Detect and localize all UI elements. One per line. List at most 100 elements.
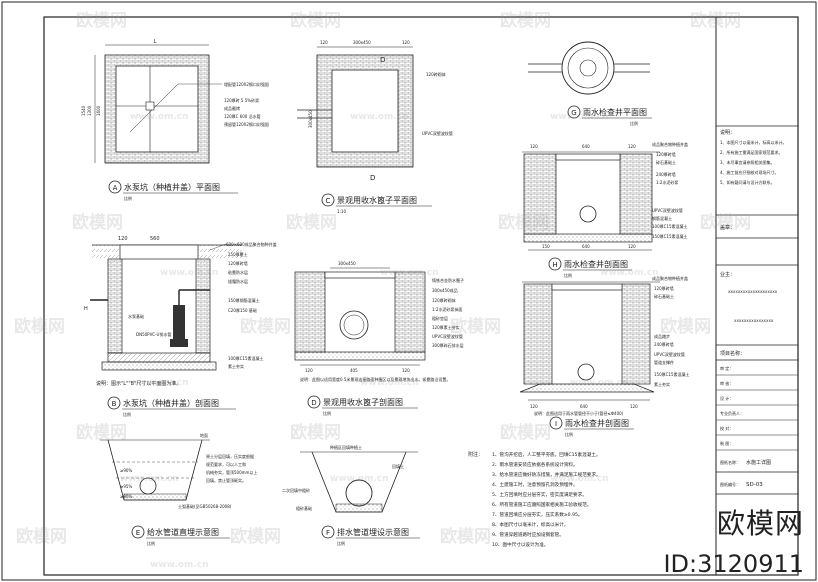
i-note-2: 碎石基础土 (654, 293, 674, 299)
b-dim-120: 120 (118, 236, 128, 242)
general-note-4: 5、土方回填时应分层夯实，密实度满足要求。 (492, 491, 587, 498)
a-note-1: 120厚砖 5.5%砂浆 (224, 97, 259, 103)
tb-seal-label: 盖章： (720, 224, 735, 231)
tb-drawing-name-label: 图纸名称： (720, 459, 740, 465)
tb-row-2: 设 计： (720, 395, 733, 401)
b-dim-560: 560 (150, 236, 160, 242)
c-dim-120b: 120 (402, 40, 410, 45)
general-notes: 附注： 1、管沟开挖后，人工整平夯底，回填C15素混凝土。 2、雨水管道安装应依… (468, 451, 601, 548)
e-note-3: 回填。禁止管顶砸实。 (206, 477, 246, 483)
f-note-2: 粗砂基础 (296, 505, 312, 511)
tb-note-2: 3、未尽事宜请参照相关图集。 (720, 159, 775, 165)
brand-id: ID:3120911 (663, 550, 804, 578)
c-sec-d-top: D (380, 56, 385, 64)
drawing-f: 种植区回填种植土 回填土 二次回填中粗砂 粗砂基础 F 排水管道埋设示意图 比例 (282, 444, 420, 546)
title-block: 说明： 1、本图尺寸以毫米计，标高以米计。 2、所有施工需满足国家规范要求。 3… (716, 125, 798, 495)
e-letter: E (136, 529, 140, 537)
drawing-e: 地面 原土分层回填，压实度根据 规范要求，可以人工和 机械夯实，管顶500mm以… (100, 432, 257, 546)
e-top-label: 地面 (200, 432, 208, 438)
e-note-2: 机械夯实，管顶500mm以上 (206, 469, 257, 475)
b-note-4: 拔霜防水层 (228, 278, 248, 284)
b-dim-h: H (84, 306, 88, 312)
tb-row-3: 专业负责人： (720, 410, 744, 416)
i-note-8: 素土夯实 (654, 381, 670, 387)
b-scale: 比例 (123, 411, 131, 417)
d-title: 景观用收水篦子剖面图 (323, 397, 403, 407)
d-note-text: 说明：此图以适用宽度0.5米景观连接路面种植区以及景观地块出水。紧靠路沿设置。 (300, 376, 450, 382)
e-note-5: ≥95% (120, 484, 132, 489)
tb-drawing-name: 水施工详图 (746, 459, 771, 466)
a-note-2: 成品截烤 (224, 105, 240, 111)
d-dim-0: 120 (305, 368, 313, 373)
general-notes-heading: 附注： (468, 451, 483, 458)
a-dim-l: L (154, 39, 157, 45)
g-title: 雨水检查井平面图 (583, 107, 647, 117)
tb-note-3: 4、施工前应仔细核对现场尺寸。 (720, 169, 779, 175)
i-title: 雨水检查井剖面图 (565, 418, 629, 428)
tb-note-0: 1、本图尺寸以毫米计，标高以米计。 (720, 139, 787, 145)
h-dim-0: 120 (530, 144, 538, 149)
h-dim-1: 640 (582, 144, 590, 149)
e-scale: 比例 (147, 540, 155, 546)
f-note-0: 回填土 (392, 463, 404, 469)
d-note-2: 120厚砖砌体 (432, 297, 456, 303)
c-sec-d-bottom: D (370, 174, 375, 182)
drawing-b: 120 560 H 600×600成品聚合物种井盖 250厚覆土 120厚砖墙 … (84, 236, 277, 417)
f-scale: 比例 (337, 540, 345, 546)
i-dim-0: 120 (530, 404, 538, 409)
a-note-0: 埋配管120X2钢口封强固 (224, 81, 269, 87)
e-note-7: 土弧基础(见GB50268-2008) (178, 503, 232, 509)
c-scale: 1:10 (337, 209, 346, 214)
h-note-5: UPVC双壁波纹管 (652, 207, 683, 213)
a-dim-1300: 1300 (87, 105, 92, 116)
general-note-1: 2、雨水管道安装应依据各系统设计资料。 (492, 461, 578, 468)
a-letter: A (113, 184, 118, 192)
tb-owner-text: XXXXXXXXXXXXXXXXXXXX (728, 290, 778, 294)
d-dim-2: 120 (402, 368, 410, 373)
h-note-8: 150厚C15素混凝土 (652, 233, 688, 239)
b-note-2: 120厚砖墙 (228, 260, 248, 266)
b-note-6: C20厚150 基础 (228, 307, 257, 313)
i-scale: 比例 (565, 431, 573, 437)
tb-drawing-no: SD-03 (746, 482, 763, 488)
tb-row-0: 审 定： (720, 365, 733, 371)
brand-logo: 欧模网 (716, 507, 804, 540)
d-note-6: UPVC双壁波纹管 (432, 333, 463, 339)
i-note-6: 管道支撑件 (654, 359, 674, 365)
g-letter: G (571, 109, 576, 117)
c-dim-300: 300x450 (353, 40, 371, 45)
general-note-9: 10、图中尺寸以设计为准。 (492, 541, 548, 548)
f-letter: F (326, 529, 330, 537)
inner-frame (43, 16, 799, 576)
tb-project-label: 项目名称： (720, 350, 745, 357)
general-note-5: 6、所有管道施工应遵照国家相关施工验收规范。 (492, 501, 591, 508)
i-note-7: 150厚C15素混凝土 (654, 371, 690, 377)
c-note-0: 120砖砌体 (426, 71, 446, 77)
tb-owner-text2: XXXXXXXXXXXXXXXX (734, 319, 774, 323)
e-note-6: ≥90% (120, 494, 132, 499)
tb-owner-label: 业主： (720, 271, 735, 278)
b-note-9: 100厚C15素混凝土 (228, 355, 264, 361)
h-title: 雨水检查井剖面图 (564, 259, 628, 269)
b-letter: B (112, 400, 117, 408)
e-note-0: 原土分层回填，压实度根据 (206, 453, 254, 459)
i-letter: I (555, 420, 557, 428)
tb-note-4: 5、如有疑问请与设计方联系。 (720, 179, 775, 185)
b-note-0: 600×600成品聚合物种井盖 (226, 241, 277, 247)
h-note-1: 120厚砖墙 (656, 151, 676, 157)
drawing-i: 120 640 120 成品聚合物种植井盖 120厚砖墙 碎石基础土 成品踏步 … (519, 275, 690, 437)
drawing-d: 300x450 120 405 120 铸铁合金防水篦子 300x450成品 1… (294, 261, 464, 416)
b-note-5: 150厚钢筋混凝土 (228, 297, 260, 303)
drawing-g: G 雨水检查井平面图 比例 (528, 41, 652, 126)
d-note-3: 1:2水泥砂浆抹面 (432, 306, 462, 312)
c-letter: C (326, 197, 331, 205)
c-note-1: UPVC双壁波纹管 (422, 130, 453, 136)
tb-row-5: 制 图： (720, 440, 733, 446)
drawing-c: 120 300x450 120 300x450 D D 120砖砌体 UPVC双… (297, 40, 453, 214)
f-title: 排水管道埋设示意图 (337, 527, 409, 537)
a-title: 水泵坑（种植井盖）平面图 (124, 182, 220, 192)
d-note-0: 铸铁合金防水篦子 (432, 277, 464, 283)
i-note-3: 成品踏步 (654, 333, 670, 339)
h-dim-3: 150 (542, 244, 550, 249)
h-note-3: 240厚砖墙 (656, 171, 676, 177)
